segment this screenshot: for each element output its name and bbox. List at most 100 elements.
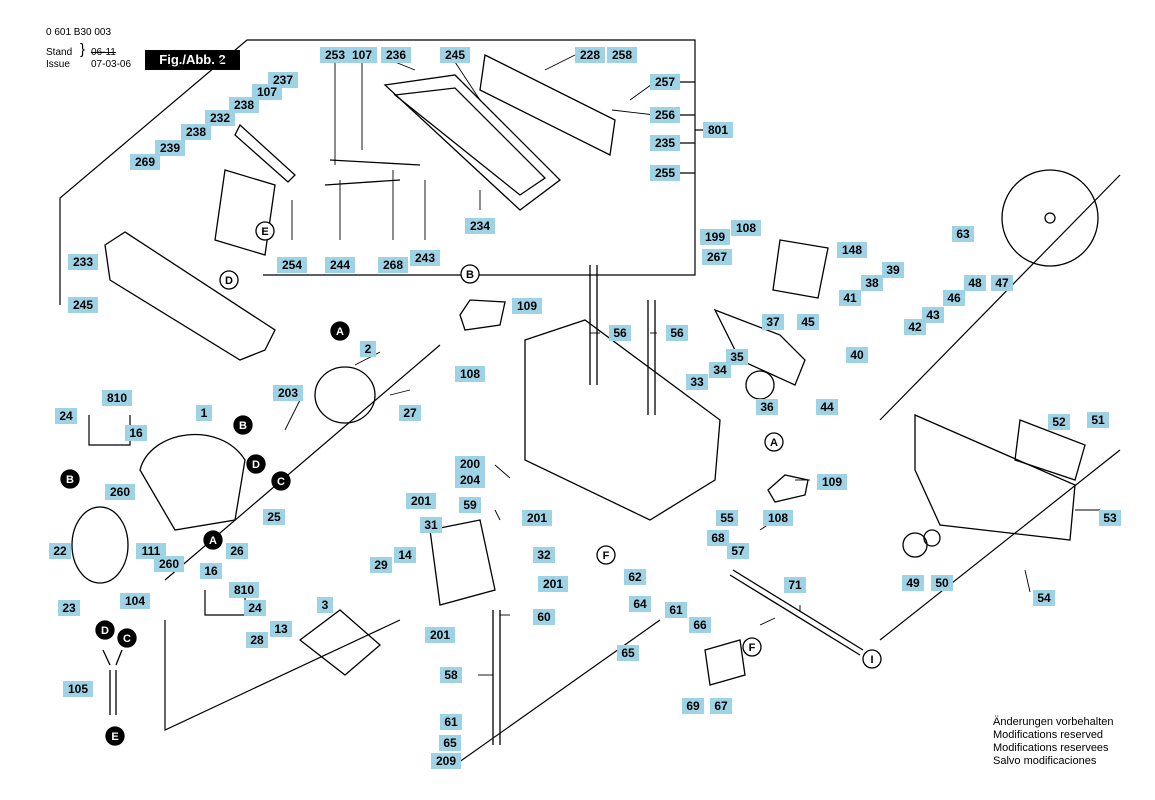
part-number: 2 bbox=[365, 342, 372, 356]
callout-badge bbox=[425, 627, 455, 643]
callout-badge bbox=[538, 576, 568, 592]
callout-badge bbox=[522, 510, 552, 526]
callout-badge bbox=[650, 135, 680, 151]
reference-circle bbox=[203, 530, 223, 550]
part-callout: 245 bbox=[440, 47, 470, 63]
part-callout: 238 bbox=[229, 97, 259, 113]
stator bbox=[314, 366, 376, 424]
part-number: 201 bbox=[527, 511, 547, 525]
callout-badge bbox=[399, 405, 421, 421]
part-callout: 41 bbox=[839, 290, 861, 306]
callout-badge bbox=[229, 97, 259, 113]
callout-badge bbox=[533, 547, 555, 563]
part-number: 204 bbox=[460, 473, 480, 487]
part-number: 26 bbox=[230, 544, 244, 558]
part-callout: 258 bbox=[607, 47, 637, 63]
part-callout: 57 bbox=[727, 543, 749, 559]
reference-letter: A bbox=[330, 321, 350, 341]
part-number: 810 bbox=[234, 583, 254, 597]
part-callout: 234 bbox=[465, 218, 495, 234]
part-number: 238 bbox=[234, 98, 254, 112]
part-number: 65 bbox=[621, 646, 635, 660]
part-number: 60 bbox=[537, 610, 551, 624]
part-callout: 254 bbox=[277, 257, 307, 273]
part-number: 108 bbox=[460, 367, 480, 381]
callout-badge bbox=[1087, 412, 1109, 428]
part-callout: 54 bbox=[1033, 590, 1055, 606]
part-number: 237 bbox=[273, 73, 293, 87]
callout-badge bbox=[317, 597, 333, 613]
reference-letter-text: A bbox=[209, 535, 217, 547]
callout-badge bbox=[689, 617, 711, 633]
part-number: 33 bbox=[690, 375, 704, 389]
part-number: 27 bbox=[403, 406, 417, 420]
part-number: 65 bbox=[443, 736, 457, 750]
reference-letter: D bbox=[95, 620, 115, 640]
part-callout: 53 bbox=[1099, 510, 1121, 526]
part-callout: 255 bbox=[650, 165, 680, 181]
part-callout: 104 bbox=[120, 593, 150, 609]
part-number: 57 bbox=[731, 544, 745, 558]
callout-badge bbox=[455, 472, 485, 488]
reference-letter: C bbox=[271, 471, 291, 491]
part-callout: 228 bbox=[575, 47, 605, 63]
part-number: 47 bbox=[995, 276, 1009, 290]
part-callout: 36 bbox=[756, 399, 778, 415]
part-number: 236 bbox=[386, 48, 406, 62]
part-callout: 35 bbox=[726, 349, 748, 365]
part-callout: 233 bbox=[68, 254, 98, 270]
callout-badge bbox=[181, 124, 211, 140]
part-callout: 26 bbox=[226, 543, 248, 559]
part-callout: 111 bbox=[136, 543, 166, 559]
callout-badge bbox=[440, 714, 462, 730]
part-number: 107 bbox=[352, 48, 372, 62]
part-number: 228 bbox=[580, 48, 600, 62]
reference-circle bbox=[246, 454, 266, 474]
part-callout: 27 bbox=[399, 405, 421, 421]
callout-badge bbox=[378, 257, 408, 273]
part-callout: 58 bbox=[440, 667, 462, 683]
part-number: 40 bbox=[850, 348, 864, 362]
callout-badge bbox=[277, 257, 307, 273]
part-callout: 235 bbox=[650, 135, 680, 151]
part-number: 109 bbox=[517, 299, 537, 313]
reference-letter-text: A bbox=[336, 326, 344, 338]
part-callout: 42 bbox=[904, 319, 926, 335]
reference-circle bbox=[219, 270, 239, 290]
reference-letter-text: C bbox=[123, 633, 131, 645]
reference-letter-text: E bbox=[261, 226, 268, 238]
part-number: 48 bbox=[968, 276, 982, 290]
callout-badge bbox=[716, 510, 738, 526]
callout-badge bbox=[105, 484, 135, 500]
date-new: 07-03-06 bbox=[91, 59, 132, 70]
part-callout: 201 bbox=[522, 510, 552, 526]
callout-badge bbox=[709, 362, 731, 378]
callout-badge bbox=[155, 140, 185, 156]
callout-badge bbox=[512, 298, 542, 314]
part-number: 28 bbox=[250, 633, 264, 647]
reference-circle bbox=[60, 469, 80, 489]
part-number: 31 bbox=[424, 518, 438, 532]
part-number: 109 bbox=[822, 475, 842, 489]
part-number: 45 bbox=[801, 315, 815, 329]
callout-badge bbox=[431, 753, 461, 769]
reference-circle bbox=[460, 264, 480, 284]
part-number: 68 bbox=[711, 531, 725, 545]
part-callout: 69 bbox=[682, 698, 704, 714]
callout-badge bbox=[797, 314, 819, 330]
callout-badge bbox=[861, 275, 883, 291]
part-number: 52 bbox=[1052, 415, 1066, 429]
callout-badge bbox=[229, 582, 259, 598]
callout-badge bbox=[784, 577, 806, 593]
part-callout: 46 bbox=[943, 290, 965, 306]
part-callout: 38 bbox=[861, 275, 883, 291]
reference-letter: D bbox=[246, 454, 266, 474]
part-number: 3 bbox=[322, 598, 329, 612]
part-callout: 199 bbox=[700, 229, 730, 245]
part-callout: 63 bbox=[952, 226, 974, 242]
part-callout: 24 bbox=[55, 408, 77, 424]
part-number: 16 bbox=[204, 564, 218, 578]
